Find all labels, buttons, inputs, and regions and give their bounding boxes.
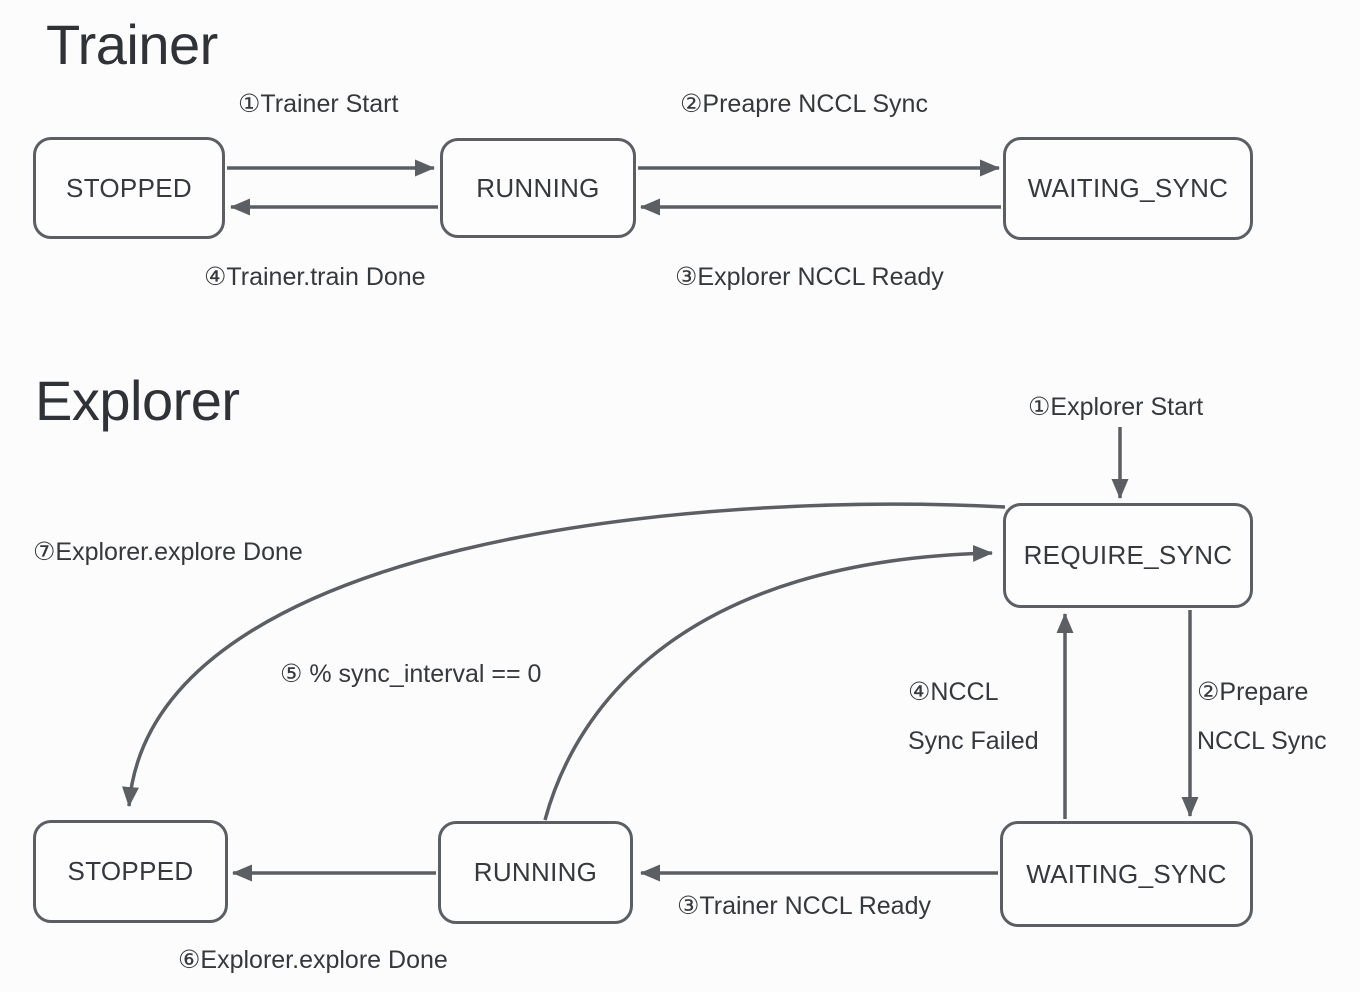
trainer-state-stopped: STOPPED <box>33 137 225 239</box>
explorer-state-waiting-sync: WAITING_SYNC <box>1000 821 1253 927</box>
trainer-label-train-done: ④Trainer.train Done <box>204 263 426 291</box>
trainer-section-title: Trainer <box>46 13 218 76</box>
explorer-label-explore-done-6: ⑥Explorer.explore Done <box>178 946 448 974</box>
trainer-state-waiting-sync: WAITING_SYNC <box>1003 137 1253 240</box>
explorer-state-stopped: STOPPED <box>33 820 228 923</box>
explorer-state-require-sync: REQUIRE_SYNC <box>1003 503 1253 608</box>
explorer-curve-explore-done-require-stopped <box>122 502 1006 807</box>
trainer-state-running: RUNNING <box>440 138 636 238</box>
explorer-curve-sync-interval <box>543 544 993 821</box>
explorer-section-title: Explorer <box>35 369 240 432</box>
explorer-label-start: ①Explorer Start <box>1028 393 1204 421</box>
explorer-label-sync-interval: ⑤ % sync_interval == 0 <box>280 660 542 688</box>
explorer-label-prepare-nccl-sync-line2: NCCL Sync <box>1197 727 1327 755</box>
explorer-label-nccl-sync-failed-line1: ④NCCL <box>908 678 999 706</box>
explorer-label-explore-done-7: ⑦Explorer.explore Done <box>33 538 303 566</box>
explorer-label-nccl-sync-failed: ④NCCL Sync Failed <box>908 668 1039 766</box>
explorer-label-trainer-nccl-ready: ③Trainer NCCL Ready <box>677 892 931 920</box>
explorer-label-prepare-nccl-sync-line1: ②Prepare <box>1197 678 1309 706</box>
explorer-state-running: RUNNING <box>438 821 633 924</box>
explorer-label-prepare-nccl-sync: ②Prepare NCCL Sync <box>1197 668 1327 766</box>
explorer-label-nccl-sync-failed-line2: Sync Failed <box>908 727 1039 755</box>
trainer-label-start: ①Trainer Start <box>238 90 399 118</box>
trainer-label-explorer-nccl-ready: ③Explorer NCCL Ready <box>675 263 944 291</box>
trainer-label-prepare-nccl-sync: ②Preapre NCCL Sync <box>680 90 928 118</box>
